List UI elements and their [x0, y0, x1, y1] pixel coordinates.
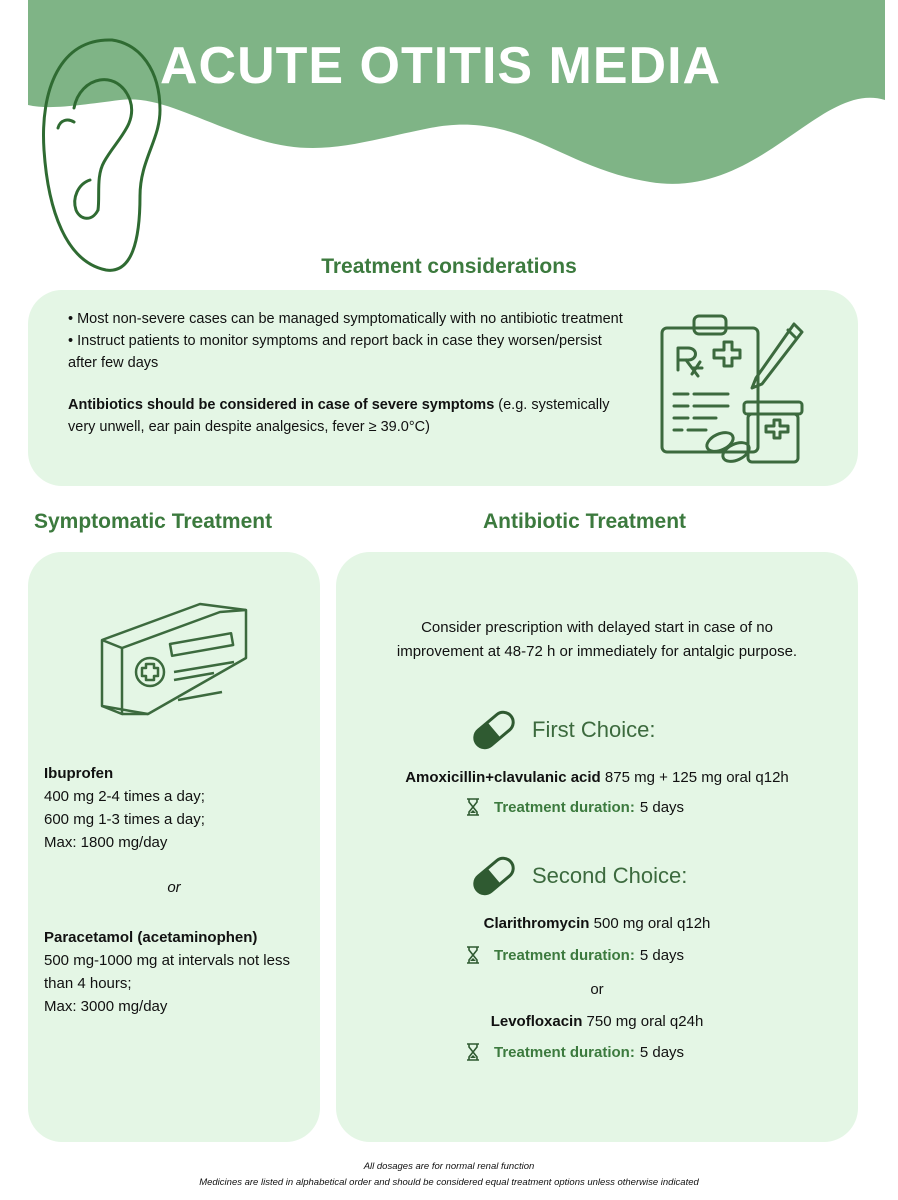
second-choice-duration1: Treatment duration: 5 days: [466, 946, 684, 964]
first-choice-heading: First Choice:: [470, 708, 655, 752]
antibiotic-intro: Consider prescription with delayed start…: [396, 619, 798, 660]
first-choice-drug: Amoxicillin+clavulanic acid 875 mg + 125…: [336, 766, 858, 790]
pill-icon: [473, 710, 515, 750]
footer-note: All dosages are for normal renal functio…: [363, 1161, 535, 1172]
duration-value: 5 days: [639, 798, 685, 816]
first-choice-duration: Treatment duration: 5 days: [466, 798, 684, 816]
dose-line: Max: 1800 mg/day: [44, 834, 168, 851]
antibiotics-note-bold: Antibiotics should be considered in case…: [68, 397, 495, 413]
considerations-panel: • Most non-severe cases can be managed s…: [28, 290, 858, 486]
duration-value: 5 days: [639, 946, 685, 964]
dose-line: 600 mg 1-3 times a day;: [44, 811, 205, 828]
or-separator: or: [590, 981, 604, 998]
first-choice-label: First Choice:: [532, 717, 656, 742]
paracetamol-block: Paracetamol (acetaminophen) 500 mg-1000 …: [44, 926, 306, 1018]
ibuprofen-block: Ibuprofen 400 mg 2-4 times a day; 600 mg…: [44, 762, 314, 854]
symptomatic-treatment-heading: Symptomatic Treatment: [34, 510, 273, 533]
or-separator: or: [167, 879, 181, 896]
consideration-bullet: • Most non-severe cases can be managed s…: [68, 311, 623, 327]
drug-name: Ibuprofen: [44, 765, 114, 782]
prescription-icon: [660, 314, 804, 464]
duration-label: Treatment duration:: [494, 1043, 635, 1061]
dose-line: 400 mg 2-4 times a day;: [44, 788, 205, 805]
drug-dose: 500 mg oral q12h: [589, 915, 711, 932]
dose-line: Max: 3000 mg/day: [44, 998, 168, 1015]
ear-icon: [42, 38, 162, 272]
hourglass-icon: [467, 1043, 479, 1061]
footer-note: Medicines are listed in alphabetical ord…: [199, 1177, 699, 1188]
duration-value: 5 days: [639, 1043, 685, 1061]
second-choice-drug1: Clarithromycin 500 mg oral q12h: [336, 912, 858, 936]
antibiotics-note: Antibiotics should be considered in case…: [68, 394, 628, 438]
second-choice-label: Second Choice:: [532, 863, 688, 888]
drug-name: Amoxicillin+clavulanic acid: [405, 769, 601, 786]
second-choice-drug2: Levofloxacin 750 mg oral q24h: [336, 1010, 858, 1034]
antibiotic-panel: Consider prescription with delayed start…: [336, 552, 858, 1142]
hourglass-icon: [467, 798, 479, 816]
drug-name: Clarithromycin: [483, 915, 590, 932]
treatment-considerations-heading: Treatment considerations: [321, 255, 577, 278]
drug-dose: 750 mg oral q24h: [582, 1013, 704, 1030]
consideration-bullet: • Instruct patients to monitor symptoms …: [68, 333, 602, 371]
antibiotic-treatment-heading: Antibiotic Treatment: [483, 510, 687, 533]
second-choice-duration2: Treatment duration: 5 days: [466, 1043, 684, 1061]
medicine-box-icon: [100, 602, 248, 716]
drug-name: Levofloxacin: [490, 1013, 583, 1030]
duration-label: Treatment duration:: [494, 946, 635, 964]
hourglass-icon: [467, 946, 479, 964]
considerations-text: • Most non-severe cases can be managed s…: [68, 308, 628, 438]
second-choice-heading: Second Choice:: [470, 854, 687, 898]
page-title: ACUTE OTITIS MEDIA: [160, 37, 722, 95]
header-banner: [28, 0, 885, 272]
dose-line: 500 mg-1000 mg at intervals not less tha…: [44, 952, 290, 992]
symptomatic-panel: Ibuprofen 400 mg 2-4 times a day; 600 mg…: [28, 552, 320, 1142]
duration-label: Treatment duration:: [494, 798, 635, 816]
antibiotics-note-rest: (e.g. systemically very unwell, ear pain…: [68, 397, 610, 435]
pill-icon: [473, 856, 515, 896]
drug-dose: 875 mg + 125 mg oral q12h: [600, 769, 789, 786]
drug-name: Paracetamol (acetaminophen): [44, 929, 258, 946]
